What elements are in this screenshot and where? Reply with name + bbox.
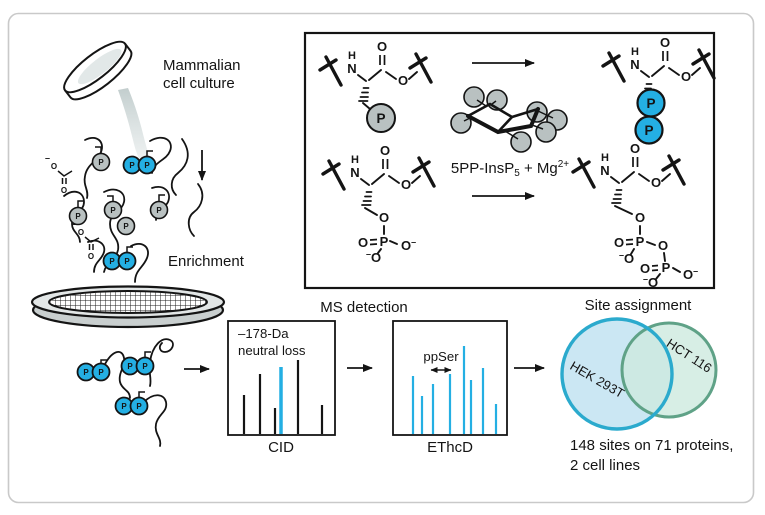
phospho-mark (91, 152, 111, 172)
svg-text:O–: O– (683, 266, 698, 282)
svg-text:O: O (358, 235, 368, 250)
svg-text:P: P (123, 222, 129, 231)
svg-text:O: O (51, 162, 57, 171)
reaction-box: P P P 5PP-InsP5 + Mg2+ O P O (303, 31, 716, 290)
svg-text:P: P (98, 158, 104, 167)
venn-left-circle (560, 317, 674, 431)
strainer (30, 285, 226, 329)
svg-text:P: P (376, 111, 385, 126)
cid-label: CID (268, 439, 294, 456)
culture-dish (63, 40, 133, 101)
culture-label-line1: Mammalian (163, 57, 241, 74)
svg-text:P: P (98, 368, 104, 377)
svg-text:–O: –O (619, 250, 634, 266)
phospho-mark (103, 200, 123, 220)
site-assignment-label: Site assignment (585, 297, 693, 314)
svg-text:O: O (379, 210, 389, 225)
cell-culture-group: Mammalian cell culture (63, 40, 241, 166)
svg-text:P: P (83, 368, 89, 377)
svg-text:P: P (109, 257, 115, 266)
enrichment-label: Enrichment (168, 253, 245, 270)
pyrophospho-peptide: P P (114, 391, 168, 447)
svg-text:P: P (124, 257, 130, 266)
enriched-peptides-group: P P P P P P (76, 338, 210, 447)
svg-text:O: O (614, 235, 624, 250)
svg-text:O: O (658, 238, 668, 253)
ms-detection-group: MS detection –178-Da neutral loss CID pp… (227, 299, 545, 456)
pyrophosphate-group: O P O –O O P O O– –O (614, 205, 698, 290)
svg-text:O: O (635, 210, 645, 225)
lysate-group: – O O – O O P P P P P P (45, 136, 245, 283)
dish-liquid (77, 48, 122, 85)
pouring-stream (118, 88, 152, 166)
svg-text:P: P (380, 234, 389, 249)
svg-text:–O: –O (643, 274, 658, 290)
phosphate-group: O P O O– –O (358, 207, 416, 265)
carboxylate-group: – O O (45, 153, 73, 195)
svg-text:P: P (121, 402, 127, 411)
cid-peaks (242, 360, 324, 434)
svg-text:P: P (129, 161, 135, 170)
reagent-label: 5PP-InsP5 + Mg2+ (451, 159, 569, 179)
svg-text:P: P (110, 206, 116, 215)
svg-text:O: O (88, 252, 94, 261)
svg-text:–O: –O (366, 249, 381, 265)
svg-text:P: P (142, 362, 148, 371)
svg-text:P: P (646, 96, 655, 111)
cid-note-line2: neutral loss (238, 343, 306, 358)
svg-text:P: P (156, 206, 162, 215)
phospho-mark (116, 216, 136, 236)
svg-text:P: P (144, 161, 150, 170)
phospho-mark (68, 206, 88, 226)
site-caption-line1: 148 sites on 71 proteins, (570, 437, 733, 454)
peptide-strand (170, 138, 189, 196)
phospho-circle (366, 103, 396, 133)
peptide-strand (87, 239, 106, 273)
pyrophospho-peptide: P P (120, 338, 174, 387)
site-assignment-group: Site assignment HEK 293T HCT 116 148 sit… (560, 297, 733, 474)
peptide-strand (187, 183, 204, 237)
site-caption-line2: 2 cell lines (570, 457, 640, 474)
inositol-pyrophosphate (450, 86, 568, 153)
pyrophospho-circle (634, 115, 664, 145)
svg-text:O: O (61, 186, 67, 195)
cid-spectrum-box (227, 320, 336, 436)
svg-text:P: P (75, 212, 81, 221)
venn-right-circle (620, 321, 718, 419)
pyrophospho-mark: P P (102, 246, 137, 271)
peptide-strand (130, 243, 149, 283)
svg-text:–: – (45, 153, 50, 163)
venn-right-fill (622, 323, 716, 417)
strainer-mesh (49, 291, 207, 313)
culture-label-line2: cell culture (163, 75, 235, 92)
ms-detection-label: MS detection (320, 299, 408, 316)
venn-diagram: HEK 293T HCT 116 (560, 317, 718, 431)
ethcd-spectrum-box (392, 320, 508, 436)
ppser-note: ppSer (423, 349, 459, 364)
svg-text:O–: O– (401, 237, 416, 253)
pyrophospho-mark: P P (122, 150, 157, 175)
ethcd-label: EThcD (427, 439, 473, 456)
svg-text:P: P (636, 234, 645, 249)
svg-text:P: P (136, 402, 142, 411)
svg-text:P: P (662, 260, 671, 275)
svg-text:O: O (640, 261, 650, 276)
svg-text:P: P (127, 362, 133, 371)
cid-note-line1: –178-Da (238, 326, 289, 341)
phospho-mark (149, 200, 169, 220)
ethcd-peaks (411, 346, 498, 434)
svg-text:O: O (78, 228, 84, 237)
svg-text:P: P (644, 123, 653, 138)
